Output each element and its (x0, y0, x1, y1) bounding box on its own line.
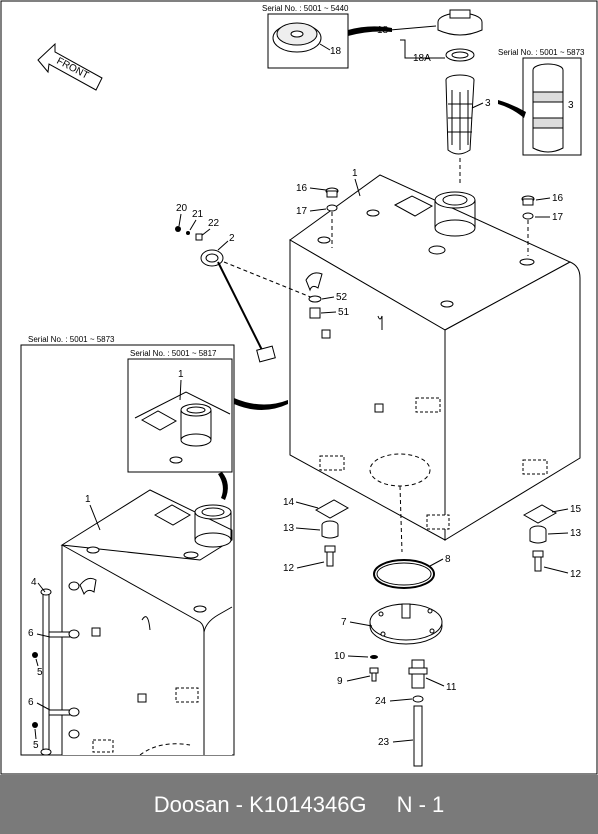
serial-label-inset-large: Serial No. : 5001 ~ 5873 (28, 335, 115, 344)
callout-5-upper: 5 (37, 667, 43, 678)
parts-diagram: FRONT Serial No. : 5001 ~ 5440 18 18 18A… (0, 0, 598, 775)
callout-18: 18 (377, 25, 389, 36)
strainer-inset: Serial No. : 5001 ~ 5873 3 (498, 48, 585, 156)
callout-51: 51 (338, 307, 350, 318)
callout-4: 4 (31, 577, 37, 588)
callout-1-inset-small: 1 (178, 369, 184, 380)
callout-18-inset: 18 (330, 46, 342, 57)
callout-13-right: 13 (570, 528, 582, 539)
serial-label-inset-small: Serial No. : 5001 ~ 5817 (130, 349, 217, 358)
callout-3-inset: 3 (568, 100, 574, 111)
serial-label-cap: Serial No. : 5001 ~ 5440 (262, 4, 349, 13)
callout-15: 15 (570, 504, 582, 515)
callout-13-left: 13 (283, 523, 295, 534)
callout-9: 9 (337, 676, 343, 687)
footer-part-number: Doosan - K1014346G (153, 791, 367, 817)
callout-6-lower: 6 (28, 697, 34, 708)
callout-23: 23 (378, 737, 390, 748)
mount-right: 15 13 12 (522, 504, 582, 580)
callout-12-left: 12 (283, 563, 295, 574)
callout-8: 8 (445, 554, 451, 565)
inset-large: Serial No. : 5001 ~ 5873 1 (20, 335, 235, 756)
callout-6-upper: 6 (28, 628, 34, 639)
callout-22: 22 (208, 218, 220, 229)
mount-left: 14 13 12 (283, 497, 350, 574)
cover-plate: 7 (341, 603, 443, 645)
callout-1: 1 (352, 168, 358, 179)
drain-fittings: 52 51 (305, 272, 350, 339)
callout-17-left: 17 (296, 206, 308, 217)
vent-plug-right: 16 17 (521, 193, 564, 256)
inset-small-pointer (218, 472, 228, 500)
callout-52: 52 (336, 292, 348, 303)
callout-17-right: 17 (552, 212, 564, 223)
strainer: 3 (445, 74, 491, 186)
callout-10: 10 (334, 651, 346, 662)
callout-16-left: 16 (296, 183, 308, 194)
fuel-tank: 1 (289, 168, 581, 553)
callout-16-right: 16 (552, 193, 564, 204)
inset-small: Serial No. : 5001 ~ 5817 1 (127, 349, 233, 473)
callout-5-lower: 5 (33, 740, 39, 751)
level-sensor: 20 21 22 2 (175, 203, 319, 363)
inset-pointer-arrow (234, 398, 288, 410)
o-ring: 8 (373, 554, 451, 589)
callout-24: 24 (375, 696, 387, 707)
callout-20: 20 (176, 203, 188, 214)
callout-1-inset-large: 1 (85, 494, 91, 505)
callout-11: 11 (446, 682, 457, 693)
callout-7: 7 (341, 617, 347, 628)
front-arrow: FRONT (37, 42, 103, 91)
footer-page-number: N - 1 (396, 791, 445, 817)
diagram-border (0, 0, 598, 775)
fuel-tank-exploded-view: FRONT Serial No. : 5001 ~ 5440 18 18 18A… (0, 0, 598, 775)
cap-inset: Serial No. : 5001 ~ 5440 18 (262, 4, 392, 69)
plate-bolts: 10 9 (334, 651, 379, 687)
footer-bar: Doosan - K1014346G N - 1 (0, 775, 598, 834)
fuel-cap: 18 18A (377, 9, 483, 64)
callout-14: 14 (283, 497, 295, 508)
drain-valve: 11 24 23 (375, 659, 457, 767)
callout-21: 21 (192, 209, 204, 220)
callout-3: 3 (485, 98, 491, 109)
callout-12-right: 12 (570, 569, 582, 580)
serial-label-strainer: Serial No. : 5001 ~ 5873 (498, 48, 585, 57)
callout-2: 2 (229, 233, 235, 244)
vent-plug-left: 16 17 (296, 183, 339, 248)
